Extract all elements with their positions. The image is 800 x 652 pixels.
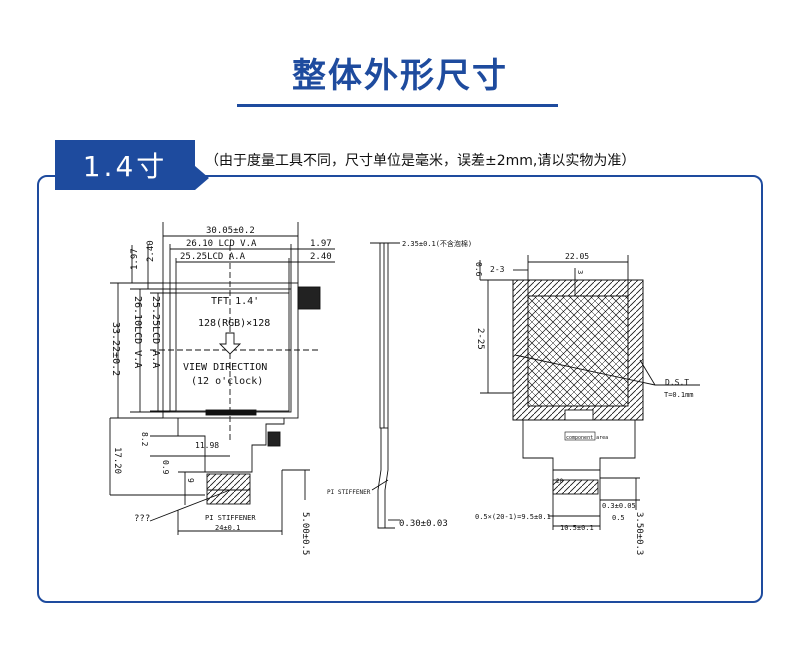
- component-area-label: component area: [566, 435, 608, 441]
- dim-3: 3: [576, 270, 584, 274]
- dim-9: 9: [186, 478, 195, 483]
- pi-stiffener-front: [206, 473, 251, 505]
- dim-left-1: 2.40: [146, 240, 156, 262]
- view-direction-label: VIEW DIRECTION: [183, 362, 267, 373]
- dst-label: D.S.T: [665, 378, 689, 387]
- bottom-strip: [205, 409, 257, 416]
- dim-lcd-aa-height: 25.25LCD A.A: [150, 296, 161, 368]
- component-area-box: [564, 431, 596, 441]
- dim-2-25: 2-25: [475, 328, 485, 350]
- dim-22-05: 22.05: [565, 252, 589, 261]
- dim-0-9: 0.9: [161, 460, 170, 475]
- title-underline: [237, 104, 558, 107]
- size-tab: 1.4寸: [55, 140, 195, 190]
- panel-resolution: 128(RGB)×128: [198, 318, 270, 329]
- back-view: [479, 255, 700, 530]
- dim-8-2: 8.2: [140, 432, 149, 447]
- size-tab-arrow: [195, 166, 209, 190]
- front-view: [109, 222, 335, 535]
- dim-lcd-aa-width: 25.25LCD A.A: [180, 252, 246, 262]
- dim-overall-width: 30.05±0.2: [206, 226, 255, 236]
- dim-lcd-va-height: 26.10LCD V.A: [132, 296, 143, 368]
- side-stiffener-label: PI STIFFENER: [327, 489, 371, 496]
- unknown-label: ???: [134, 514, 150, 524]
- dim-17-20: 17.20: [112, 447, 122, 474]
- panel-name: TFT 1.4': [211, 296, 259, 307]
- dim-right-1: 1.97: [310, 239, 332, 249]
- dim-3-50: 3.50±0.3: [634, 512, 644, 555]
- pin-count: 20: [556, 478, 564, 485]
- front-stiffener-label: PI STIFFENER: [205, 514, 256, 522]
- dim-2-3: 2-3: [490, 265, 505, 274]
- side-view: [370, 242, 400, 529]
- dim-overall-height: 33.22±0.2: [110, 322, 121, 376]
- module-outline: [162, 282, 299, 419]
- dim-11-98: 11.98: [195, 441, 219, 450]
- page-title: 整体外形尺寸: [292, 56, 508, 96]
- dim-0-3: 0.3±0.05: [602, 502, 636, 510]
- dim-lcd-va-width: 26.10 LCD V.A: [186, 239, 257, 249]
- dim-left-2: 1.97: [130, 248, 140, 270]
- tape-thickness: T=0.1mm: [664, 391, 694, 399]
- view-direction-arrow: [218, 332, 242, 355]
- dim-5-00: 5.00±0.5: [300, 512, 310, 555]
- tolerance-note: （由于度量工具不同，尺寸单位是毫米，误差±2mm,请以实物为准）: [205, 153, 636, 169]
- dim-10-5: 10.5±0.1: [560, 524, 594, 532]
- dim-pitch-formula: 0.5×(20-1)=9.5±0.1: [475, 513, 551, 521]
- dim-fpc-thickness: 0.30±0.03: [399, 519, 448, 529]
- dim-side-thickness: 2.35±0.1(不含泡棉): [402, 239, 472, 248]
- dim-0-5: 0.5: [612, 514, 625, 522]
- dim-24: 24±0.1: [215, 524, 240, 532]
- dim-right-2: 2.40: [310, 252, 332, 262]
- fpc-tab: [297, 286, 321, 310]
- dim-0-6: 0.6: [474, 262, 483, 277]
- clock-label: (12 o'clock): [191, 376, 263, 387]
